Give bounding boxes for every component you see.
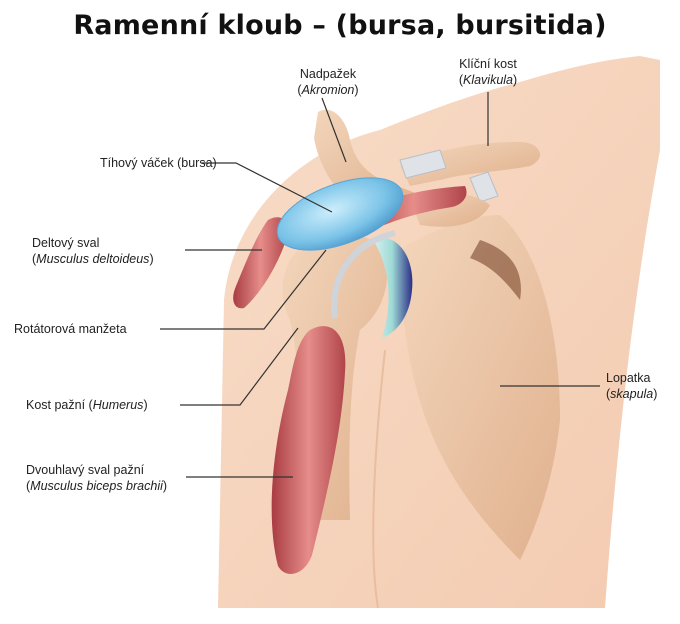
leader-acromion xyxy=(321,97,347,163)
ligament xyxy=(469,171,499,203)
label-humerus-name: Kost pažní xyxy=(26,398,86,412)
label-acromion-name: Nadpažek xyxy=(299,67,357,81)
label-deltoid: Deltový sval (Musculus deltoideus) xyxy=(32,235,154,267)
label-bursa: Tíhový váček (bursa) xyxy=(100,156,217,170)
glenoid-cartilage xyxy=(372,237,413,338)
label-scapula-name: Lopatka xyxy=(606,371,651,385)
leader-bursa xyxy=(202,162,333,213)
label-biceps-name: Dvouhlavý sval pažní xyxy=(26,463,145,477)
leader-lines xyxy=(160,92,600,478)
acromion xyxy=(314,109,420,202)
label-deltoid-name: Deltový sval xyxy=(32,236,100,250)
label-biceps: Dvouhlavý sval pažní (Musculus biceps br… xyxy=(26,462,167,494)
label-acromion-latin-text: Akromion xyxy=(301,83,355,97)
label-biceps-latin-text: Musculus biceps brachii xyxy=(30,479,163,493)
arm-outline xyxy=(372,349,386,609)
label-humerus: Kost pažní (Humerus) xyxy=(26,398,148,412)
label-acromion: Nadpažek (Akromion) xyxy=(268,66,388,98)
scapula-shadow xyxy=(470,240,521,300)
label-clavicle-name: Klíční kost xyxy=(459,57,517,71)
biceps-tendon xyxy=(331,230,396,319)
label-rotator-cuff: Rotátorová manžeta xyxy=(14,322,127,336)
label-humerus-latin: Humerus xyxy=(92,398,144,412)
label-scapula-latin-text: skapula xyxy=(610,387,654,401)
page-title: Ramenní kloub – (bursa, bursitida) xyxy=(73,10,607,41)
leader-rotator xyxy=(160,249,327,330)
scapula xyxy=(400,215,560,560)
biceps-muscle xyxy=(271,326,346,574)
label-biceps-latin: (Musculus biceps brachii) xyxy=(26,479,168,493)
bursa xyxy=(276,177,404,251)
label-clavicle-latin: (Klavikula) xyxy=(458,73,518,87)
label-deltoid-latin: (Musculus deltoideus) xyxy=(32,252,154,266)
label-clavicle: Klíční kost (Klavikula) xyxy=(430,56,546,88)
label-clavicle-latin-text: Klavikula xyxy=(462,73,514,87)
label-scapula-latin: (skapula) xyxy=(606,387,658,401)
deltoid-muscle xyxy=(233,217,288,309)
label-acromion-latin: (Akromion) xyxy=(297,83,359,97)
label-deltoid-latin-text: Musculus deltoideus xyxy=(36,252,150,266)
ligament xyxy=(399,149,447,179)
leader-humerus xyxy=(180,327,299,406)
label-scapula: Lopatka (skapula) xyxy=(606,370,657,402)
